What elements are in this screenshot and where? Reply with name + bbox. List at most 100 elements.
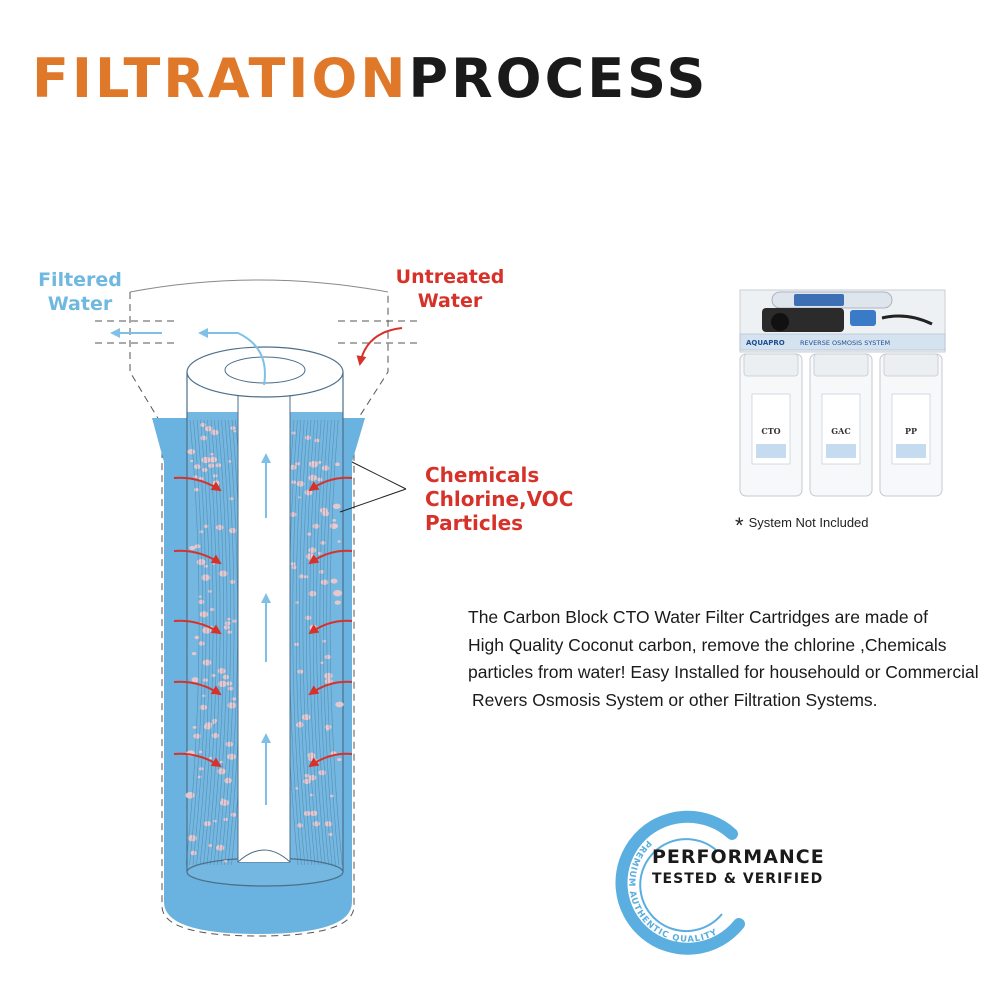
inflow-arrow-left — [173, 680, 222, 696]
carbon-speck — [210, 607, 215, 612]
carbon-speck — [227, 753, 236, 760]
carbon-speck — [317, 552, 322, 555]
fiber-line — [306, 419, 319, 866]
carbon-speck — [322, 639, 326, 643]
fiber-line — [220, 419, 235, 866]
untreated-water-label-line2: Water — [417, 290, 483, 312]
carbon-speck — [199, 530, 204, 534]
canister-filter-type: GAC — [831, 426, 850, 436]
inflow-arrow-left — [173, 476, 222, 492]
carbon-speck — [332, 519, 337, 522]
badge-line-performance: PERFORMANCE — [652, 846, 825, 868]
carbon-speck — [203, 724, 212, 730]
carbon-speck — [335, 701, 344, 708]
canister-cap — [743, 353, 799, 377]
fiber-line — [192, 419, 207, 866]
untreated-water-label-line1: Untreated — [395, 266, 505, 288]
fiber-line — [319, 419, 333, 866]
carbon-speck — [334, 600, 341, 605]
inflow-arrow-right — [308, 752, 353, 768]
carbon-speck — [191, 652, 197, 656]
carbon-speck — [330, 794, 334, 798]
carbon-speck — [199, 704, 208, 711]
carbon-speck — [308, 547, 317, 553]
housing-cap — [129, 279, 389, 293]
fiber-line — [196, 419, 210, 866]
title-part-process: PROCESS — [408, 47, 709, 110]
carbon-speck — [193, 733, 201, 739]
carbon-speck — [223, 777, 233, 784]
carbon-speck — [223, 859, 228, 863]
carbon-speck — [199, 611, 209, 618]
badge-headline: PERFORMANCE TESTED & VERIFIED — [652, 846, 825, 887]
carbon-speck — [314, 438, 320, 443]
inflow-arrow-right — [308, 549, 353, 565]
fiber-line — [203, 419, 217, 866]
carbon-speck — [210, 429, 219, 436]
badge-line-tested-verified: TESTED & VERIFIED — [652, 871, 824, 887]
carbon-speck — [192, 726, 197, 729]
carbon-speck — [321, 465, 330, 471]
carbon-speck — [211, 733, 220, 739]
carbon-speck — [224, 621, 231, 626]
filtered-water-label: Filtered Water — [30, 268, 130, 316]
carbon-speck — [312, 523, 320, 529]
carbon-speck — [295, 722, 304, 728]
carbon-speck — [291, 480, 297, 485]
canister-sticker-graphic — [756, 444, 786, 458]
inflow-arrow-right — [308, 680, 353, 696]
page-title: FILTRATIONPROCESS — [32, 52, 708, 106]
carbon-speck — [202, 467, 208, 472]
carbon-speck — [289, 512, 297, 517]
carbon-speck — [230, 812, 237, 817]
carbon-speck — [323, 672, 333, 680]
carbon-speck — [301, 714, 311, 721]
inflow-arrow — [356, 327, 403, 366]
fiber-line — [199, 419, 214, 866]
fiber-line — [312, 419, 326, 866]
carbon-speck — [295, 787, 299, 790]
carbon-speck — [201, 627, 212, 634]
contaminants-label-line1: Chemicals — [425, 463, 540, 487]
carbon-speck — [194, 544, 201, 549]
performance-badge: PREMIUM AUTHENTIC QUALITY — [615, 810, 745, 955]
fiber-line — [299, 419, 312, 866]
carbon-speck — [289, 464, 297, 470]
carbon-speck — [307, 752, 316, 759]
filtered-water-label-line1: Filtered — [38, 269, 122, 291]
carbon-speck — [187, 449, 196, 455]
carbon-speck — [196, 559, 206, 566]
carbon-speck — [207, 844, 213, 847]
canister-sticker-graphic — [826, 444, 856, 458]
center-tube — [237, 371, 291, 863]
canister-sticker-graphic — [896, 444, 926, 458]
carbon-speck — [227, 460, 232, 463]
fiber-line — [213, 419, 228, 866]
carbon-speck — [325, 727, 330, 731]
carbon-speck — [215, 524, 224, 531]
canister-filter-type: PP — [905, 426, 917, 436]
radial-inflow-arrows — [173, 476, 353, 768]
description-line-3: particles from water! Easy Installed for… — [468, 662, 979, 682]
inflow-arrow-left — [173, 549, 222, 565]
system-banner — [739, 333, 946, 351]
carbon-speck — [320, 579, 329, 585]
system-not-included-note: *System Not Included — [735, 513, 869, 539]
fiber-line — [309, 419, 323, 866]
inflow-arrow-right — [308, 476, 353, 492]
carbon-speck — [319, 507, 328, 514]
carbon-speck — [211, 674, 216, 677]
canister-cap — [883, 353, 939, 377]
title-part-filtration: FILTRATION — [32, 47, 409, 110]
carbon-speck — [190, 850, 197, 856]
housing-outline — [95, 292, 420, 937]
carbon-speck — [229, 497, 234, 501]
pressure-switch — [850, 310, 876, 326]
product-description: The Carbon Block CTO Water Filter Cartri… — [468, 604, 979, 714]
carbon-speck — [296, 480, 305, 487]
carbon-speck — [207, 590, 212, 593]
product-brand: AQUAPRO — [746, 339, 785, 347]
note-asterisk: * — [735, 513, 744, 538]
